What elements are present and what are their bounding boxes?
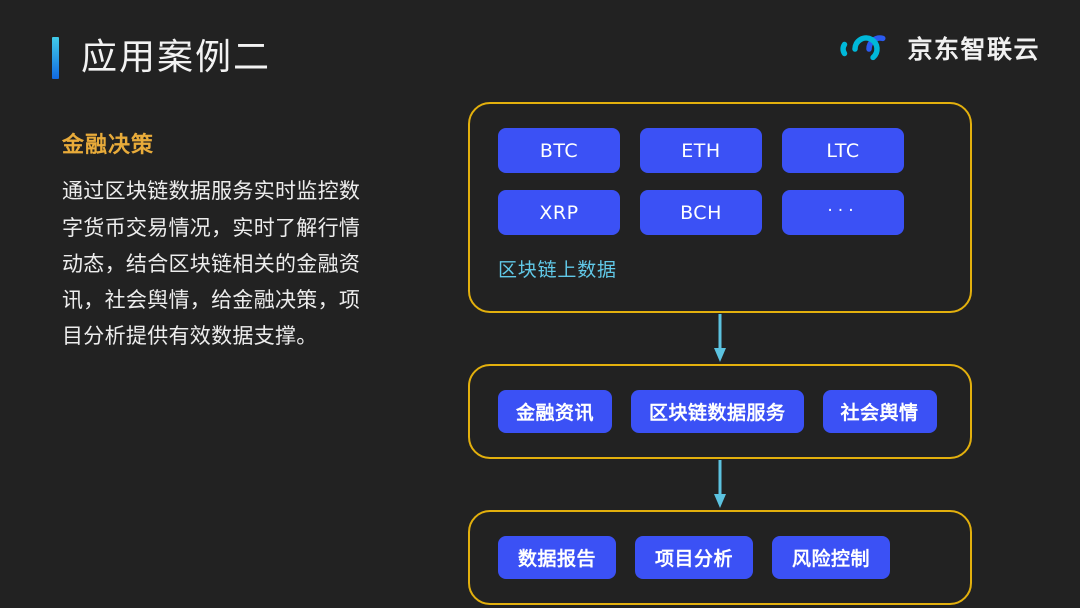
pill-social-sentiment[interactable]: 社会舆情 [822,390,937,433]
pill-bch[interactable]: BCH [640,190,762,235]
arrow-down-icon-1 [468,313,972,364]
pill-blockchain-data-service[interactable]: 区块链数据服务 [631,390,804,433]
pill-btc[interactable]: BTC [498,128,620,173]
left-panel-body: 通过区块链数据服务实时监控数字货币交易情况，实时了解行情动态，结合区块链相关的金… [62,179,361,348]
stage-outputs: 数据报告 项目分析 风险控制 [468,510,972,605]
service-row: 金融资讯 区块链数据服务 社会舆情 [498,390,942,433]
stage-sources-label: 区块链上数据 [498,259,617,281]
title-accent-bar [52,37,59,79]
pill-data-report[interactable]: 数据报告 [498,536,617,579]
source-row-1: BTC ETH LTC [498,128,942,173]
source-row-2: XRP BCH ··· [498,190,942,235]
pill-xrp[interactable]: XRP [498,190,620,235]
output-row: 数据报告 项目分析 风险控制 [498,536,942,579]
arrow-down-icon-2 [468,459,972,510]
page-title: 应用案例二 [52,30,271,86]
pill-risk-control[interactable]: 风险控制 [772,536,891,579]
left-text-panel: 金融决策 通过区块链数据服务实时监控数字货币交易情况，实时了解行情动态，结合区块… [62,133,362,354]
brand-logo: 京东智联云 [839,28,1040,70]
stage-blockchain-sources: BTC ETH LTC XRP BCH ··· 区块链上数据 [468,102,972,313]
stage-data-services: 金融资讯 区块链数据服务 社会舆情 [468,364,972,459]
pill-financial-news[interactable]: 金融资讯 [498,390,613,433]
left-panel-heading: 金融决策 [62,133,155,158]
pill-more[interactable]: ··· [782,190,904,235]
pill-project-analysis[interactable]: 项目分析 [635,536,754,579]
infinity-loop-icon [839,32,895,66]
brand-name: 京东智联云 [907,34,1040,64]
flow-diagram: BTC ETH LTC XRP BCH ··· 区块链上数据 金融资讯 区块链数… [468,102,972,605]
pill-ltc[interactable]: LTC [782,128,904,173]
pill-eth[interactable]: ETH [640,128,762,173]
page-title-text: 应用案例二 [81,37,272,78]
